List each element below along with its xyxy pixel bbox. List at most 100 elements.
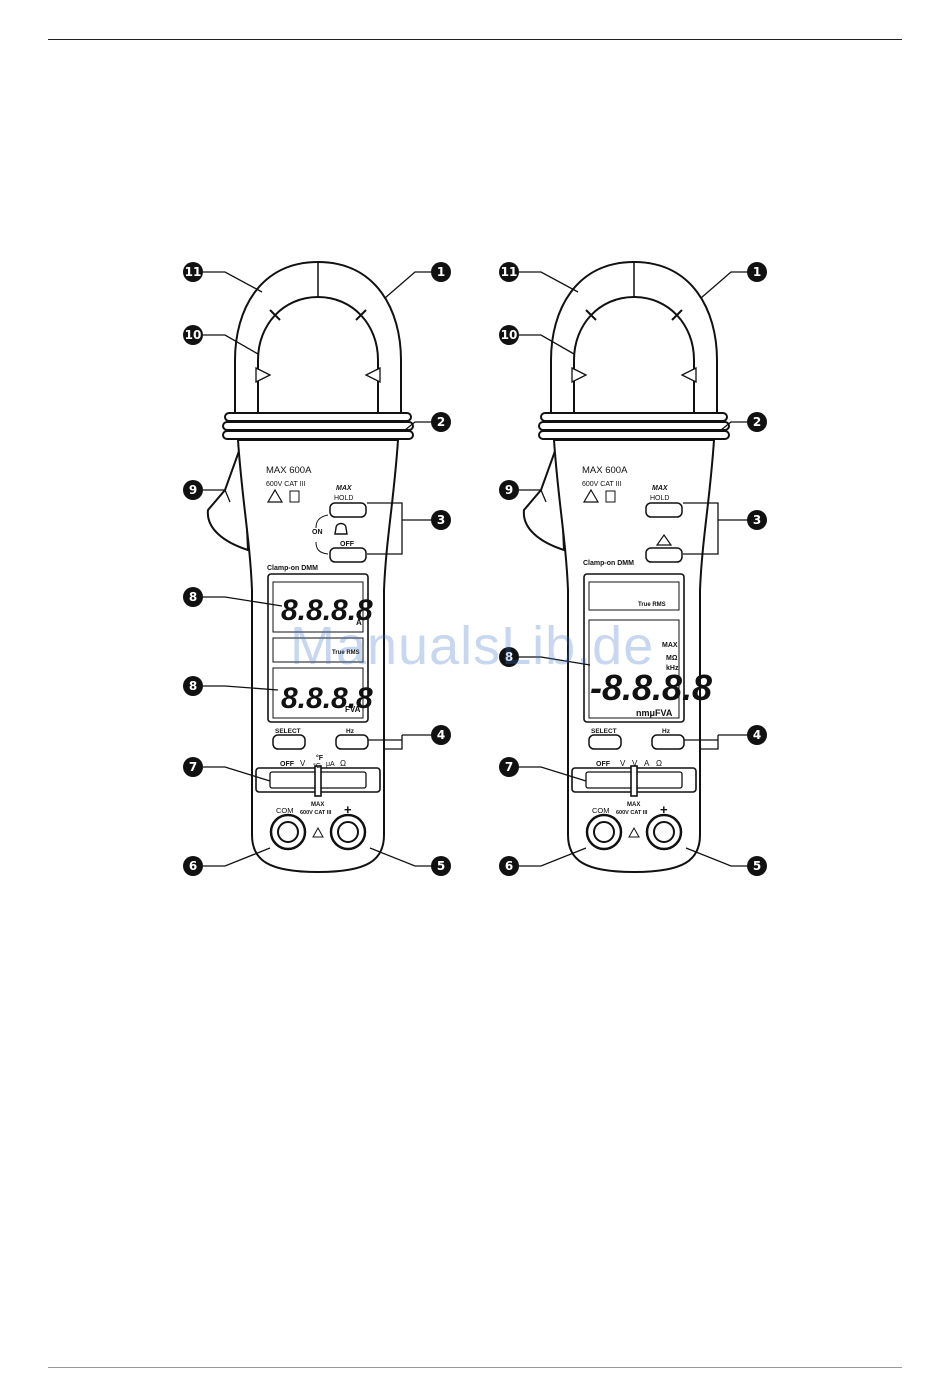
svg-text:HOLD: HOLD bbox=[334, 495, 353, 502]
svg-text:600V CAT III: 600V CAT III bbox=[266, 481, 305, 488]
svg-text:OFF: OFF bbox=[280, 761, 295, 768]
svg-text:6: 6 bbox=[189, 859, 197, 873]
svg-text:6: 6 bbox=[505, 859, 513, 873]
max-range-label: MAX 600A 600V CAT III bbox=[582, 465, 628, 488]
svg-text:600V CAT III: 600V CAT III bbox=[300, 810, 332, 816]
svg-text:600V CAT III: 600V CAT III bbox=[616, 810, 648, 816]
svg-text:-8.8.8.8: -8.8.8.8 bbox=[590, 667, 712, 708]
svg-text:True RMS: True RMS bbox=[638, 602, 666, 608]
svg-text:7: 7 bbox=[189, 760, 197, 774]
svg-text:A: A bbox=[356, 618, 362, 627]
svg-text:8: 8 bbox=[505, 650, 513, 664]
svg-text:ON: ON bbox=[312, 529, 323, 536]
lcd-middle-panel: True RMS bbox=[272, 637, 364, 663]
svg-text:1: 1 bbox=[437, 265, 445, 279]
relative-button[interactable] bbox=[645, 533, 683, 563]
terminal-labels: COM MAX 600V CAT III + bbox=[592, 802, 668, 817]
svg-text:9: 9 bbox=[189, 483, 197, 497]
svg-text:COM: COM bbox=[592, 806, 610, 815]
svg-text:8.8.8.8: 8.8.8.8 bbox=[281, 682, 373, 715]
svg-text:nmμFVA: nmμFVA bbox=[636, 708, 673, 718]
svg-text:FVA: FVA bbox=[345, 705, 361, 714]
svg-text:MAX: MAX bbox=[627, 802, 640, 808]
callout-badges-right: 11 10 9 8 7 6 1 2 3 4 5 bbox=[499, 262, 767, 876]
callout-3: 3 bbox=[747, 510, 767, 530]
callout-6: 6 bbox=[499, 856, 519, 876]
svg-text:4: 4 bbox=[437, 728, 445, 742]
svg-text:3: 3 bbox=[753, 513, 761, 527]
callout-11: 11 bbox=[499, 262, 519, 282]
callout-10: 10 bbox=[183, 325, 203, 345]
svg-text:MΩ: MΩ bbox=[666, 655, 678, 662]
callout-8: 8 bbox=[499, 647, 519, 667]
svg-text:11: 11 bbox=[501, 265, 518, 279]
brand-label: Clamp-on DMM bbox=[583, 560, 634, 567]
svg-text:10: 10 bbox=[501, 328, 518, 342]
max-range-label: MAX 600A 600V CAT III bbox=[266, 465, 312, 488]
svg-text:9: 9 bbox=[505, 483, 513, 497]
lcd-bottom-display: 8.8.8.8 FVA bbox=[272, 667, 373, 719]
svg-text:Ω: Ω bbox=[340, 759, 346, 768]
svg-text:OFF: OFF bbox=[340, 541, 355, 548]
callout-11: 11 bbox=[183, 262, 203, 282]
svg-text:2: 2 bbox=[753, 415, 761, 429]
svg-text:1: 1 bbox=[753, 265, 761, 279]
callout-5: 5 bbox=[747, 856, 767, 876]
lcd-top-panel: True RMS bbox=[588, 581, 680, 611]
callout-9: 9 bbox=[499, 480, 519, 500]
svg-text:V: V bbox=[300, 759, 306, 768]
svg-text:V: V bbox=[620, 759, 626, 768]
svg-text:5: 5 bbox=[753, 859, 761, 873]
svg-text:2: 2 bbox=[437, 415, 445, 429]
svg-text:kHz: kHz bbox=[666, 665, 679, 672]
svg-text:A: A bbox=[644, 759, 650, 768]
svg-text:+: + bbox=[660, 802, 668, 817]
svg-text:10: 10 bbox=[185, 328, 202, 342]
svg-text:4: 4 bbox=[753, 728, 761, 742]
header-rule bbox=[48, 39, 902, 40]
callout-8b: 8 bbox=[183, 676, 203, 696]
warning-icon bbox=[582, 488, 616, 503]
callout-1: 1 bbox=[747, 262, 767, 282]
hz-button-label[interactable]: Hz bbox=[662, 728, 671, 735]
callout-7: 7 bbox=[183, 757, 203, 777]
callout-9: 9 bbox=[183, 480, 203, 500]
svg-text:MAX 600A: MAX 600A bbox=[266, 465, 312, 476]
svg-text:7: 7 bbox=[505, 760, 513, 774]
svg-text:MAX 600A: MAX 600A bbox=[582, 465, 628, 476]
callout-5: 5 bbox=[431, 856, 451, 876]
svg-text:MAX: MAX bbox=[311, 802, 324, 808]
svg-text:8: 8 bbox=[189, 679, 197, 693]
svg-text:MAX: MAX bbox=[336, 485, 353, 492]
select-button-label[interactable]: SELECT bbox=[275, 728, 301, 735]
max-hold-button[interactable]: MAX HOLD bbox=[645, 485, 683, 518]
callout-2: 2 bbox=[431, 412, 451, 432]
max-hold-button[interactable]: MAX HOLD bbox=[329, 485, 367, 518]
svg-text:V: V bbox=[632, 759, 638, 768]
meter-right: MAX 600A 600V CAT III MAX HOLD Clamp-on … bbox=[522, 260, 731, 874]
svg-text:5: 5 bbox=[437, 859, 445, 873]
callout-4: 4 bbox=[747, 725, 767, 745]
svg-text:OFF: OFF bbox=[596, 761, 611, 768]
hz-button-label[interactable]: Hz bbox=[346, 728, 355, 735]
svg-text:+: + bbox=[344, 802, 352, 817]
svg-text:MAX: MAX bbox=[662, 642, 678, 649]
rotary-dial-labels: OFF V °F °C μA Ω bbox=[280, 754, 346, 770]
svg-text:600V CAT III: 600V CAT III bbox=[582, 481, 621, 488]
svg-text:11: 11 bbox=[185, 265, 202, 279]
callout-3: 3 bbox=[431, 510, 451, 530]
footer-rule bbox=[48, 1367, 902, 1368]
svg-text:True RMS: True RMS bbox=[332, 650, 360, 656]
ncv-power-switch[interactable]: ON OFF bbox=[312, 514, 367, 563]
svg-text:μA: μA bbox=[326, 761, 335, 768]
svg-text:8.8.8.8: 8.8.8.8 bbox=[281, 594, 373, 627]
select-button-label[interactable]: SELECT bbox=[591, 728, 617, 735]
terminal-labels: COM MAX 600V CAT III + bbox=[276, 802, 352, 817]
callout-leaders bbox=[203, 271, 749, 867]
svg-text:MAX: MAX bbox=[652, 485, 669, 492]
callout-4: 4 bbox=[431, 725, 451, 745]
lcd-main-display: -8.8.8.8 MAX MΩ kHz nmμFVA bbox=[588, 619, 712, 719]
svg-text:°F: °F bbox=[316, 754, 324, 762]
warning-icon bbox=[266, 488, 300, 503]
